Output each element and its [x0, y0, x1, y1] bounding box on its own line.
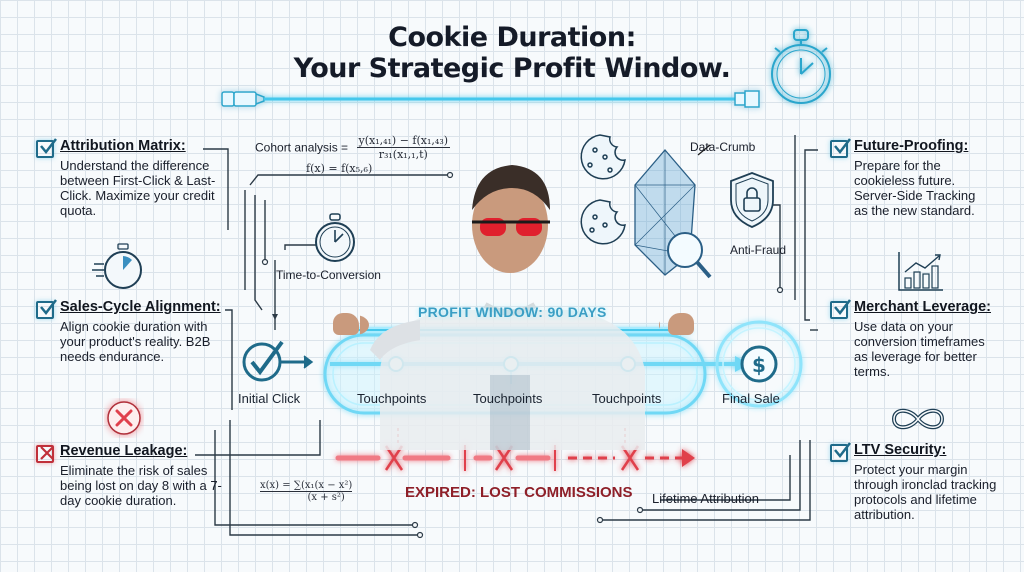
shield-lock-icon	[730, 172, 774, 228]
cohort-numerator: y(x₁,₄₁) − f(x₁,₄₃)	[356, 134, 451, 148]
expired-line	[335, 445, 695, 471]
sum-numerator: x(x) = ∑(x₁(x − x²)	[260, 480, 353, 492]
initial-click-label: Initial Click	[238, 391, 301, 406]
sum-denominator: (x + s²)	[307, 492, 345, 503]
checkbox-checked-icon	[830, 442, 851, 462]
title-line-1: Cookie Duration:	[388, 22, 636, 53]
magnifier-icon	[667, 232, 712, 279]
cohort-formula: Cohort analysis = y(x₁,₄₁) − f(x₁,₄₃) r₃…	[255, 134, 451, 161]
checkbox-checked-icon	[830, 299, 851, 319]
card-body: Understand the difference between First-…	[60, 158, 216, 218]
touchpoint-label-1: Touchpoints	[357, 391, 427, 406]
sum-formula: x(x) = ∑(x₁(x − x²) (x + s²)	[260, 480, 353, 503]
checkbox-checked-icon	[36, 299, 57, 319]
page-title: Cookie Duration: Your Strategic Profit W…	[0, 22, 1024, 84]
card-title: Sales-Cycle Alignment:	[60, 299, 221, 315]
card-attribution-matrix: Attribution Matrix: Understand the diffe…	[36, 138, 236, 218]
growth-chart-icon	[898, 252, 943, 291]
data-crumb-label: Data-Crumb	[690, 140, 756, 154]
checkbox-checked-icon	[830, 138, 851, 158]
person-illustration	[341, 140, 687, 450]
final-sale-label: Final Sale	[722, 391, 780, 406]
checkbox-checked-icon	[36, 138, 57, 158]
lifetime-attribution-label: Lifetime Attribution	[652, 491, 759, 506]
cookie-icon	[580, 134, 626, 180]
checkmark-circle-icon	[242, 340, 314, 382]
x-circle-icon	[107, 401, 141, 435]
card-future-proofing: Future-Proofing: Prepare for the cookiel…	[830, 138, 1024, 218]
svg-text:$: $	[752, 353, 766, 377]
dollar-icon: $	[740, 345, 778, 383]
infinity-icon	[891, 408, 945, 430]
card-ltv-security: LTV Security: Protect your margin throug…	[830, 442, 1024, 522]
data-crumb-cluster	[580, 134, 712, 279]
anti-fraud-label: Anti-Fraud	[730, 243, 787, 257]
profit-window-label: PROFIT WINDOW: 90 DAYS	[418, 304, 607, 320]
card-title: Attribution Matrix:	[60, 138, 186, 154]
speed-stopwatch-icon	[92, 243, 142, 289]
cohort-label: Cohort analysis =	[255, 140, 349, 155]
card-merchant-leverage: Merchant Leverage: Use data on your conv…	[830, 299, 1024, 379]
stopwatch-icon	[771, 29, 831, 104]
card-title: LTV Security:	[854, 442, 947, 458]
left-hand	[333, 313, 359, 335]
card-revenue-leakage: Revenue Leakage: Eliminate the risk of s…	[36, 443, 236, 508]
touchpoint-label-3: Touchpoints	[592, 391, 662, 406]
checkbox-crossed-icon	[36, 445, 54, 463]
card-title: Future-Proofing:	[854, 138, 969, 154]
expired-label: EXPIRED: LOST COMMISSIONS	[405, 484, 633, 501]
card-body: Use data on your conversion timeframes a…	[854, 319, 985, 379]
card-sales-cycle-alignment: Sales-Cycle Alignment: Align cookie dura…	[36, 299, 236, 364]
time-to-conversion-label: Time-to-Conversion	[276, 268, 381, 282]
usb-cable-icon	[221, 90, 760, 108]
card-body: Align cookie duration with your product'…	[60, 319, 211, 364]
touchpoint-label-2: Touchpoints	[473, 391, 543, 406]
fx-formula: f(x) = f(x₅,₆)	[306, 162, 373, 175]
card-body: Protect your margin through ironclad tra…	[854, 462, 997, 522]
stopwatch-icon	[315, 213, 355, 262]
card-title: Merchant Leverage:	[854, 299, 991, 315]
cohort-denominator: r₃₁(x₁,₁,t)	[378, 148, 428, 161]
card-body: Prepare for the cookieless future. Serve…	[854, 158, 976, 218]
cookie-icon	[580, 199, 626, 245]
right-hand	[668, 313, 694, 335]
card-title: Revenue Leakage:	[60, 443, 188, 459]
card-body: Eliminate the risk of sales being lost o…	[60, 463, 222, 508]
title-line-2: Your Strategic Profit Window.	[293, 53, 731, 84]
